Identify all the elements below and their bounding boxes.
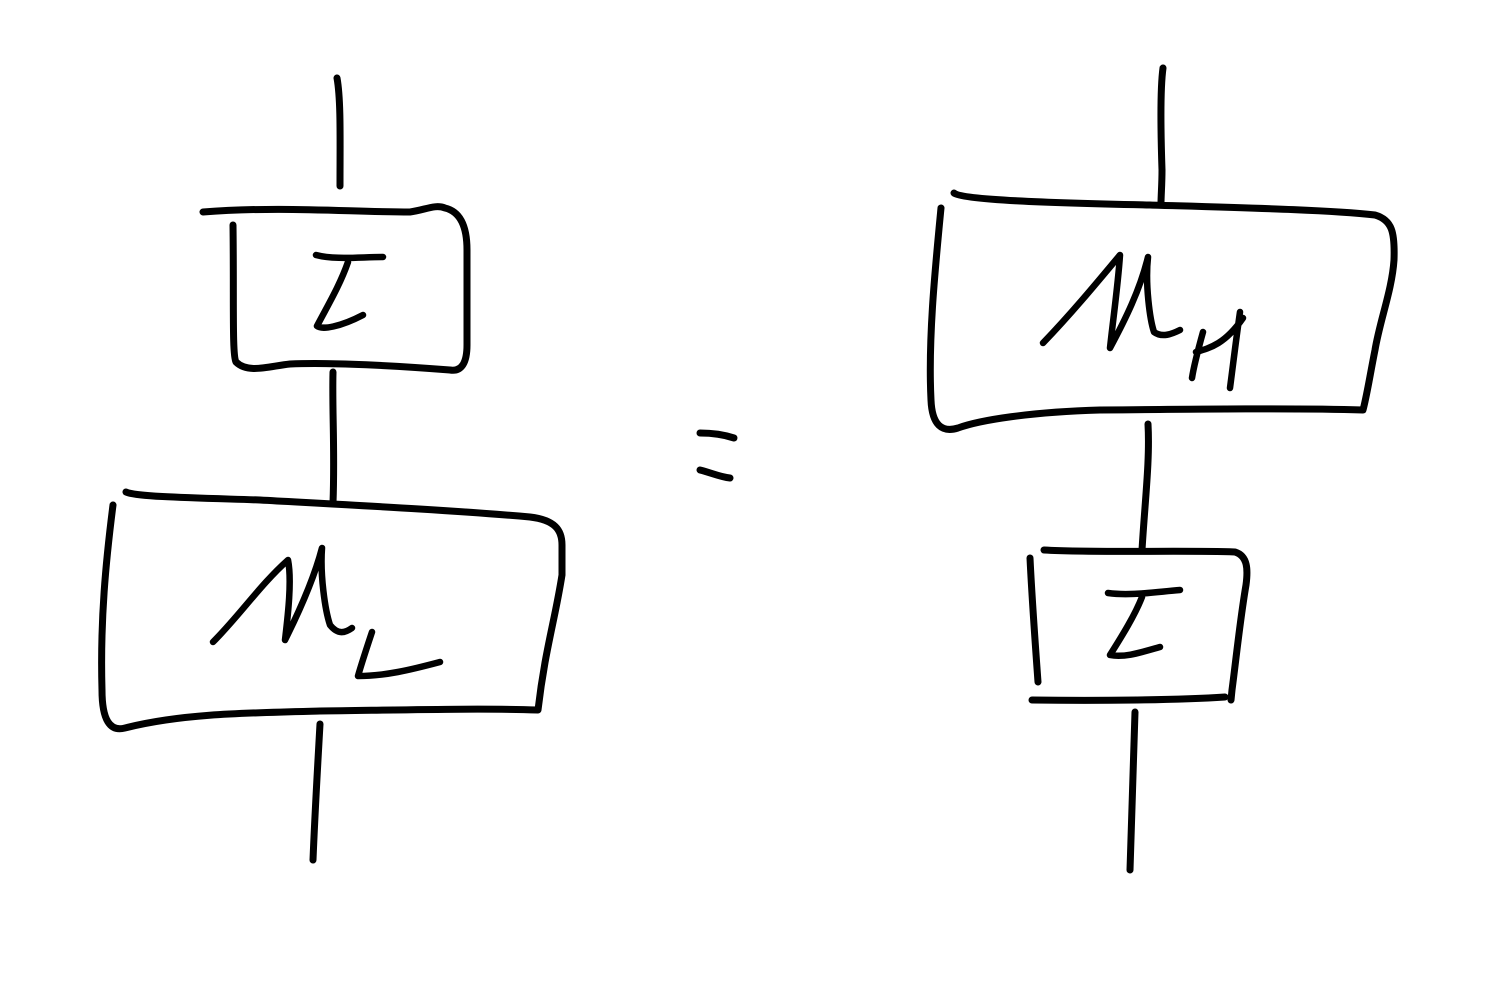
equals-sign: = bbox=[696, 429, 738, 482]
lhs-m-glyph bbox=[209, 544, 356, 646]
lhs-diagram: ι̅ M L bbox=[98, 74, 566, 864]
rhs-m-h-box: M H bbox=[926, 189, 1398, 433]
lhs-top-wire bbox=[333, 74, 344, 190]
rhs-iota-bar-glyph bbox=[1104, 586, 1184, 659]
rhs-iota-bar-label: ι̅ bbox=[1134, 623, 1136, 626]
lhs-m-l-subscript: L bbox=[380, 659, 381, 661]
rhs-m-glyph bbox=[1039, 251, 1184, 352]
lhs-m-l-box: M L bbox=[98, 488, 566, 733]
lhs-subscript-l-glyph bbox=[354, 628, 444, 680]
lhs-iota-bar-glyph bbox=[312, 251, 387, 331]
rhs-middle-wire bbox=[1138, 420, 1152, 554]
rhs-m-h-label: M bbox=[1110, 309, 1111, 311]
lhs-iota-bar-box: ι̅ bbox=[199, 203, 471, 374]
rhs-subscript-h-glyph bbox=[1188, 308, 1247, 392]
lhs-bottom-wire bbox=[309, 720, 324, 864]
lhs-m-l-label: M bbox=[280, 599, 281, 601]
rhs-top-wire bbox=[1157, 64, 1167, 208]
lhs-middle-wire bbox=[329, 368, 338, 507]
rhs-m-h-subscript: H bbox=[1215, 349, 1216, 351]
rhs-bottom-wire bbox=[1126, 708, 1139, 874]
rhs-iota-bar-box: ι̅ bbox=[1026, 546, 1251, 704]
rhs-diagram: M H ι̅ bbox=[926, 64, 1398, 874]
equals-sign-label: = bbox=[715, 454, 716, 456]
